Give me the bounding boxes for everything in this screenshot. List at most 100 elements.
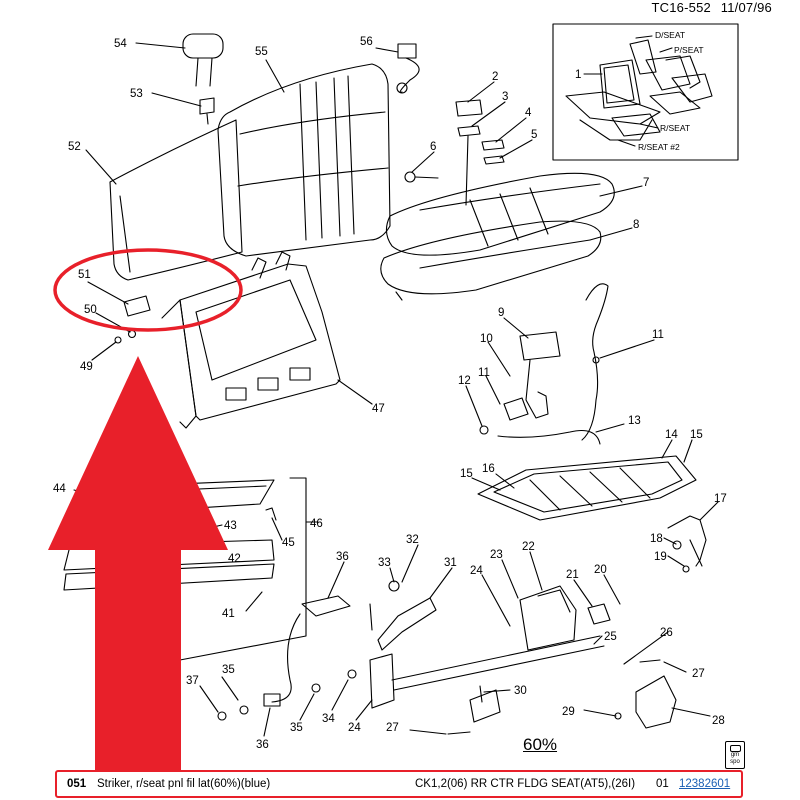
callout[interactable]: 53 <box>130 88 143 100</box>
callout[interactable]: 56 <box>360 36 373 48</box>
callout[interactable]: 31 <box>444 557 457 569</box>
callout[interactable]: 43 <box>224 520 237 532</box>
callout[interactable]: 2 <box>492 71 498 83</box>
gmspo-logo-icon: gm spo <box>725 741 745 769</box>
callout[interactable]: 37 <box>186 675 199 687</box>
callout[interactable]: 25 <box>604 631 617 643</box>
callout[interactable]: 8 <box>633 219 639 231</box>
bracket-46 <box>179 477 319 661</box>
callout[interactable]: 4 <box>525 107 532 119</box>
diagram-date: 11/07/96 <box>720 0 772 15</box>
diagram-code: TC16-552 <box>651 0 711 15</box>
callout[interactable]: 16 <box>482 463 495 475</box>
callout[interactable]: 36 <box>336 551 349 563</box>
part-info-bar[interactable]: 051 Striker, r/seat pnl fil lat(60%)(blu… <box>55 770 743 798</box>
callout[interactable]: 33 <box>378 557 391 569</box>
callout[interactable]: 36 <box>256 739 269 751</box>
callout[interactable]: 5 <box>531 129 537 141</box>
up-arrow-icon <box>48 356 228 770</box>
callout[interactable]: 15 <box>460 468 473 480</box>
callout[interactable]: 11 <box>652 329 664 341</box>
inset-frame <box>552 23 739 161</box>
seat-back-frame <box>161 251 341 429</box>
callout[interactable]: 54 <box>114 38 127 50</box>
callout[interactable]: 14 <box>665 429 678 441</box>
callout[interactable]: 28 <box>712 715 725 727</box>
seat-belt-buckle <box>503 331 561 421</box>
bolt-30 <box>479 685 483 703</box>
callout[interactable]: 46 <box>310 518 323 530</box>
inset-label-r-seat-2: R/SEAT #2 <box>638 142 680 152</box>
callout[interactable]: 22 <box>522 541 535 553</box>
callout[interactable]: 17 <box>714 493 727 505</box>
callout[interactable]: 11 <box>478 367 490 379</box>
callout[interactable]: 55 <box>255 46 268 58</box>
seat-pan-tray <box>477 455 697 521</box>
callout[interactable]: 26 <box>660 627 673 639</box>
callout[interactable]: 35 <box>290 722 303 734</box>
callout[interactable]: 23 <box>490 549 503 561</box>
callout[interactable]: 44 <box>53 483 66 495</box>
seat-back-panel <box>109 119 243 281</box>
screw-parts <box>114 329 137 344</box>
callout[interactable]: 47 <box>372 403 385 415</box>
inset-leaders <box>583 35 673 147</box>
highlight-ellipse <box>53 248 243 332</box>
seat-track <box>369 585 605 723</box>
callout[interactable]: 27 <box>386 722 399 734</box>
callout[interactable]: 20 <box>594 564 607 576</box>
callout[interactable]: 9 <box>498 307 504 319</box>
bracket-17 <box>667 515 707 567</box>
part-number-link[interactable]: 12382601 <box>679 778 731 790</box>
release-cable <box>263 595 351 707</box>
cushion-frame <box>380 220 602 301</box>
percent-label: 60% <box>523 735 558 754</box>
callout[interactable]: 35 <box>222 664 235 676</box>
callout[interactable]: 50 <box>84 304 97 316</box>
callout[interactable]: 3 <box>502 91 508 103</box>
headrest-part <box>182 33 224 87</box>
bumper-parts <box>455 99 505 206</box>
callout[interactable]: 32 <box>406 534 419 546</box>
callout[interactable]: 29 <box>562 706 575 718</box>
callout[interactable]: 41 <box>222 608 235 620</box>
item-number: 051 <box>67 778 87 790</box>
washer-35b <box>311 683 321 693</box>
callout[interactable]: 21 <box>566 569 579 581</box>
washer-35 <box>239 705 249 715</box>
bolt-37 <box>217 711 227 721</box>
inset-seats <box>565 39 713 141</box>
callout[interactable]: 24 <box>470 565 483 577</box>
callout[interactable]: 51 <box>78 269 91 281</box>
inset-labels: D/SEAT P/SEAT R/SEAT R/SEAT #2 <box>638 30 704 152</box>
seat-cushion <box>385 172 615 256</box>
callout[interactable]: 30 <box>514 685 527 697</box>
washer-19 <box>682 565 690 573</box>
callout[interactable]: 12 <box>458 375 471 387</box>
callout[interactable]: 27 <box>692 668 705 680</box>
clip-part <box>396 43 420 94</box>
bolt-27b <box>447 731 471 735</box>
callout[interactable]: 6 <box>430 141 436 153</box>
callout[interactable]: 13 <box>628 415 641 427</box>
callout[interactable]: 45 <box>282 537 295 549</box>
bolt-34 <box>347 669 357 679</box>
callout[interactable]: 10 <box>480 333 493 345</box>
callout[interactable]: 1 <box>575 69 581 81</box>
callout[interactable]: 18 <box>650 533 663 545</box>
callout[interactable]: 42 <box>228 553 241 565</box>
callout[interactable]: 24 <box>348 722 361 734</box>
cover-28 <box>635 675 677 729</box>
callout[interactable]: 49 <box>80 361 93 373</box>
inset-label-p-seat: P/SEAT <box>674 45 704 55</box>
bolt-part <box>404 171 439 183</box>
callout[interactable]: 34 <box>322 713 335 725</box>
callout[interactable]: 52 <box>68 141 81 153</box>
callout[interactable]: 19 <box>654 551 667 563</box>
callout[interactable]: 15 <box>690 429 703 441</box>
callout[interactable]: 7 <box>643 177 649 189</box>
bolt-18 <box>672 540 682 550</box>
callout-labels: 54 53 55 56 52 2 3 4 5 6 7 8 51 50 49 9 … <box>53 36 727 751</box>
